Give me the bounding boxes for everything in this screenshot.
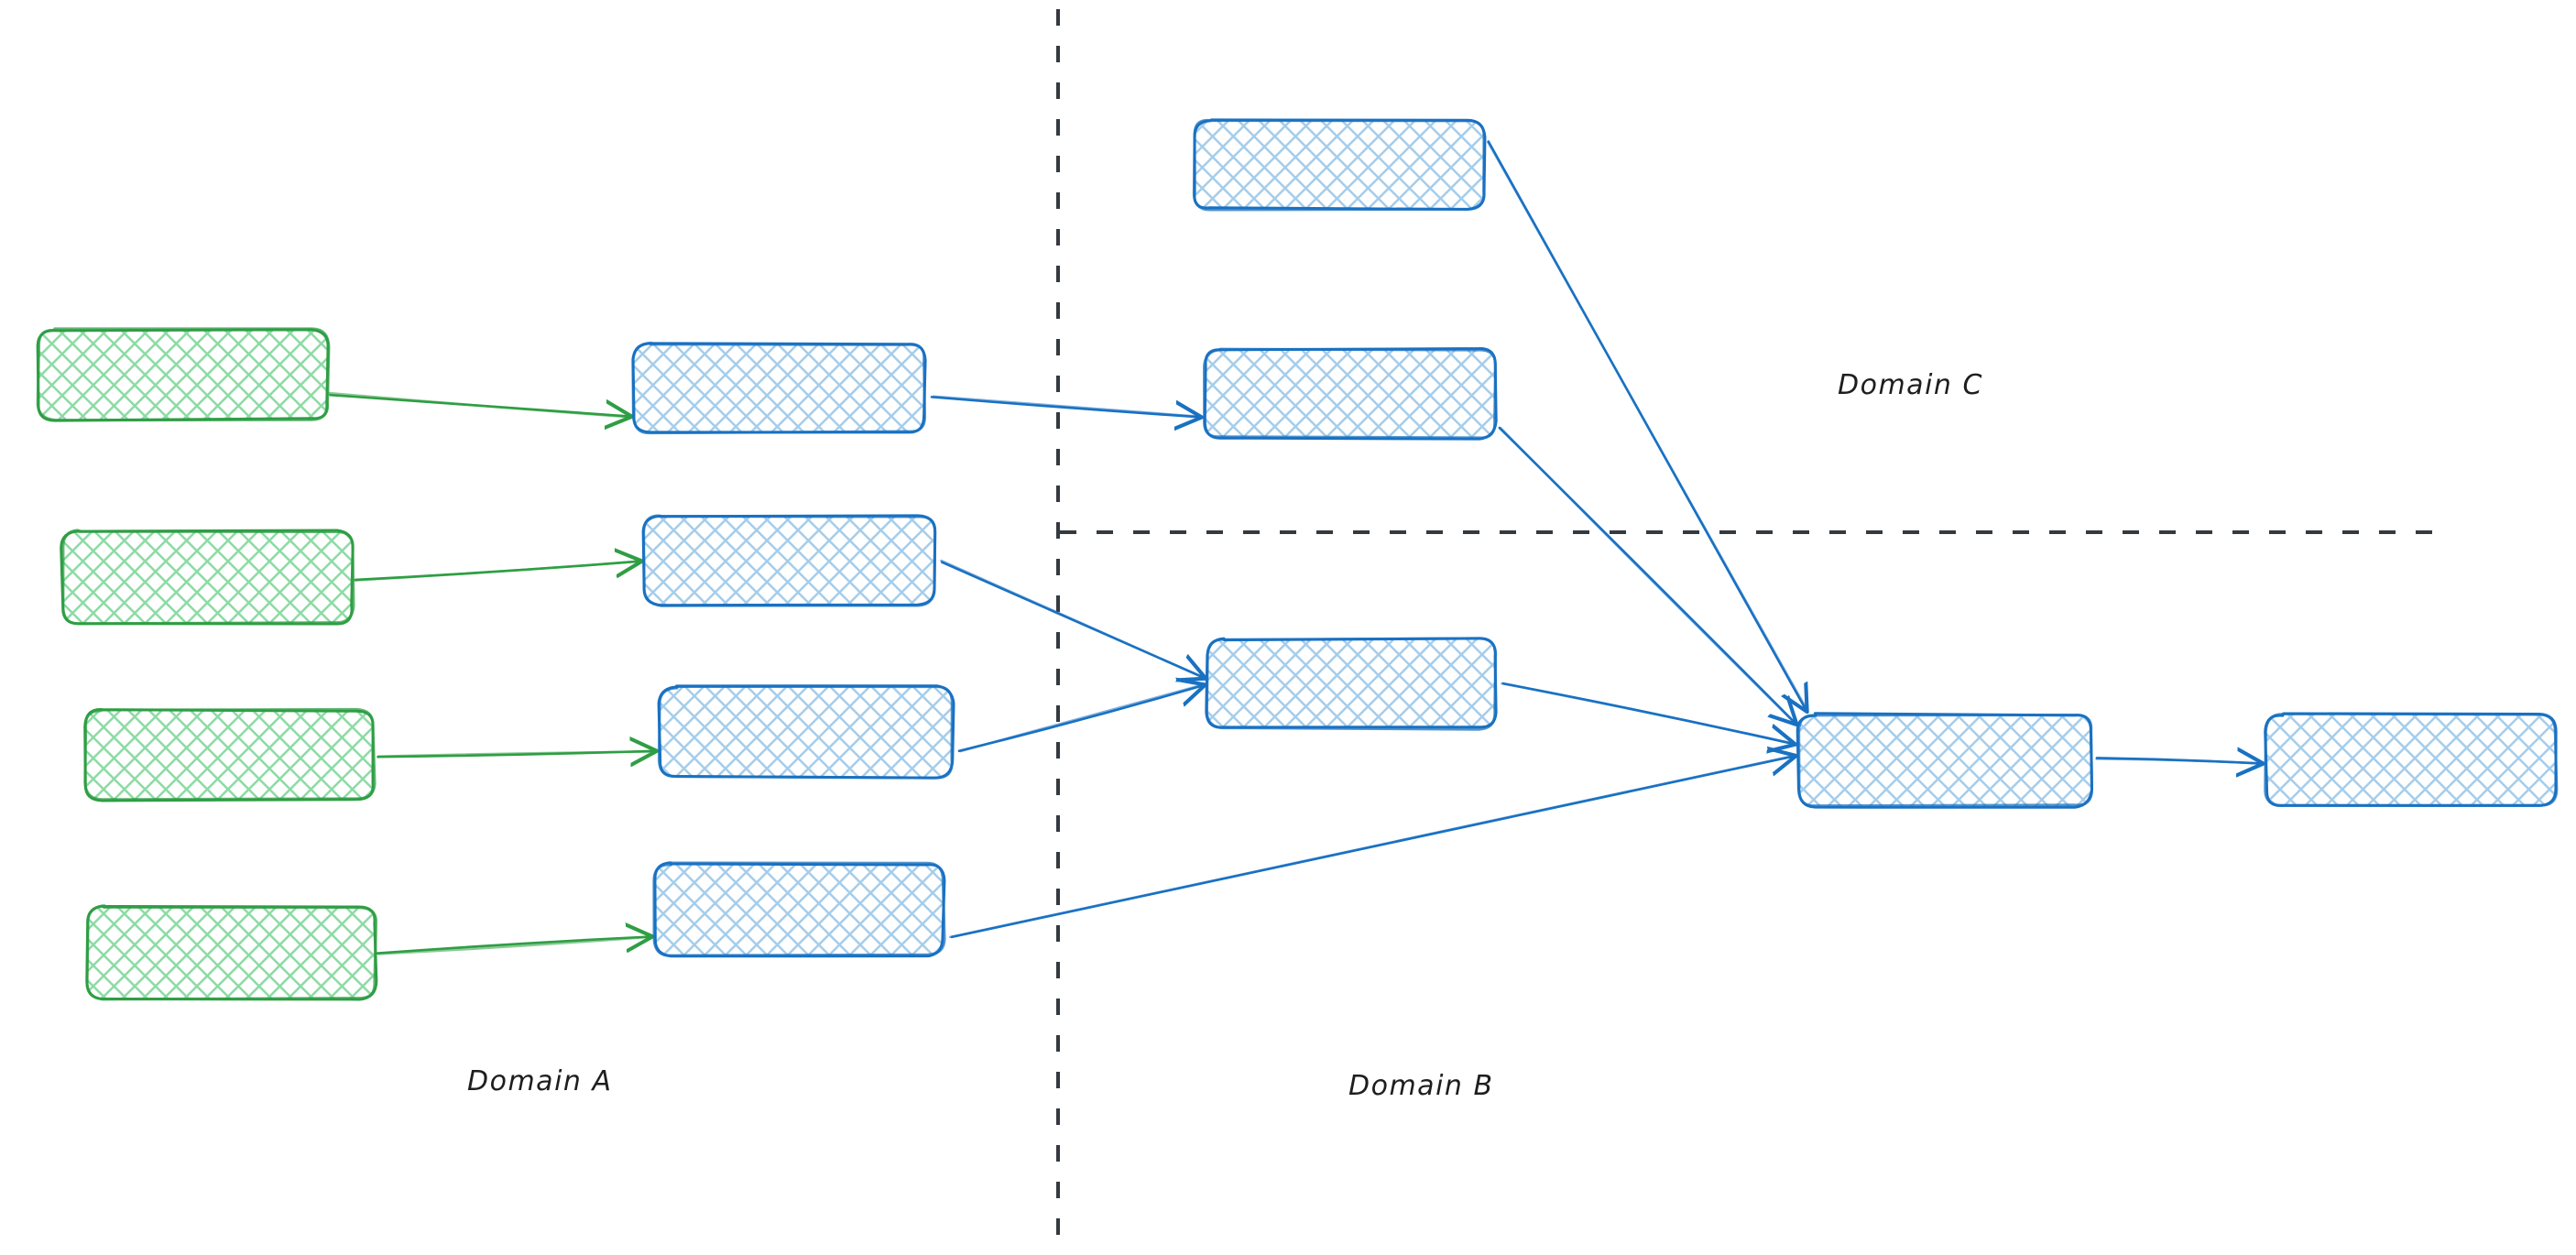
node-outline	[36, 327, 331, 422]
node-outline	[652, 861, 946, 957]
edge-a4-to-b4	[375, 935, 652, 955]
domain-b-label: Domain B	[1348, 1070, 1494, 1102]
node-fill	[2265, 714, 2557, 807]
edge-b1-to-c2	[930, 395, 1201, 419]
node-fill	[643, 515, 935, 606]
node-fill	[61, 530, 354, 624]
node-outline	[1797, 713, 2093, 808]
edge-stroke	[1501, 682, 1796, 746]
node-outline	[631, 341, 926, 435]
edge-b3-to-d1	[957, 683, 1205, 753]
node-fill	[38, 329, 328, 420]
edge-a2-to-b2	[353, 560, 641, 582]
node-d1[interactable]	[1205, 637, 1498, 731]
edges-layer	[327, 140, 2263, 955]
node-e1[interactable]	[1796, 712, 2094, 809]
edge-stroke	[949, 754, 1796, 939]
edge-stroke	[2095, 758, 2263, 765]
edge-stroke	[940, 559, 1205, 679]
node-f1[interactable]	[2264, 712, 2559, 807]
edge-stroke	[1499, 427, 1796, 726]
edge-a1-to-b1	[327, 391, 632, 419]
node-fill	[86, 906, 377, 999]
edge-stroke	[377, 750, 656, 758]
node-c1[interactable]	[1192, 118, 1487, 212]
node-b1[interactable]	[631, 341, 927, 435]
edge-stroke	[1487, 140, 1808, 712]
node-outline	[83, 707, 377, 802]
node-outline	[657, 684, 954, 780]
node-fill	[633, 343, 924, 433]
edge-c2-to-e1	[1498, 426, 1796, 726]
node-fill	[1797, 714, 2092, 806]
node-a1[interactable]	[36, 327, 331, 422]
node-fill	[654, 863, 944, 956]
node-fill	[1193, 119, 1485, 210]
node-fill	[659, 686, 954, 778]
nodes-layer	[36, 118, 2559, 1001]
node-a3[interactable]	[83, 707, 377, 802]
domain-a-label: Domain A	[467, 1065, 613, 1097]
node-outline	[61, 529, 355, 626]
edge-c1-to-e1	[1487, 140, 1808, 712]
node-fill	[1204, 348, 1495, 439]
edge-stroke	[327, 391, 632, 419]
edge-stroke	[377, 935, 652, 955]
node-c2[interactable]	[1203, 347, 1498, 441]
node-b3[interactable]	[657, 684, 955, 780]
edge-d1-to-e1	[1501, 682, 1796, 746]
node-fill	[1206, 638, 1497, 729]
edge-stroke	[932, 395, 1201, 419]
divider-layer	[1056, 9, 2448, 1246]
edge-e1-to-f1	[2095, 758, 2263, 765]
edge-b2-to-d1	[940, 559, 1205, 679]
node-a2[interactable]	[60, 529, 355, 626]
node-outline	[642, 514, 937, 607]
node-outline	[1205, 637, 1498, 731]
node-fill	[85, 709, 374, 801]
node-a4[interactable]	[85, 904, 378, 1001]
node-b4[interactable]	[652, 861, 946, 958]
node-outline	[1203, 347, 1497, 440]
node-outline	[85, 904, 378, 1001]
edge-b4-to-e1	[949, 754, 1796, 939]
edge-stroke	[959, 683, 1205, 753]
domain-c-label: Domain C	[1838, 369, 1983, 401]
edge-stroke	[353, 560, 641, 582]
node-b2[interactable]	[641, 514, 937, 607]
node-outline	[2264, 712, 2559, 807]
edge-a3-to-b3	[377, 750, 656, 758]
node-outline	[1192, 118, 1486, 212]
